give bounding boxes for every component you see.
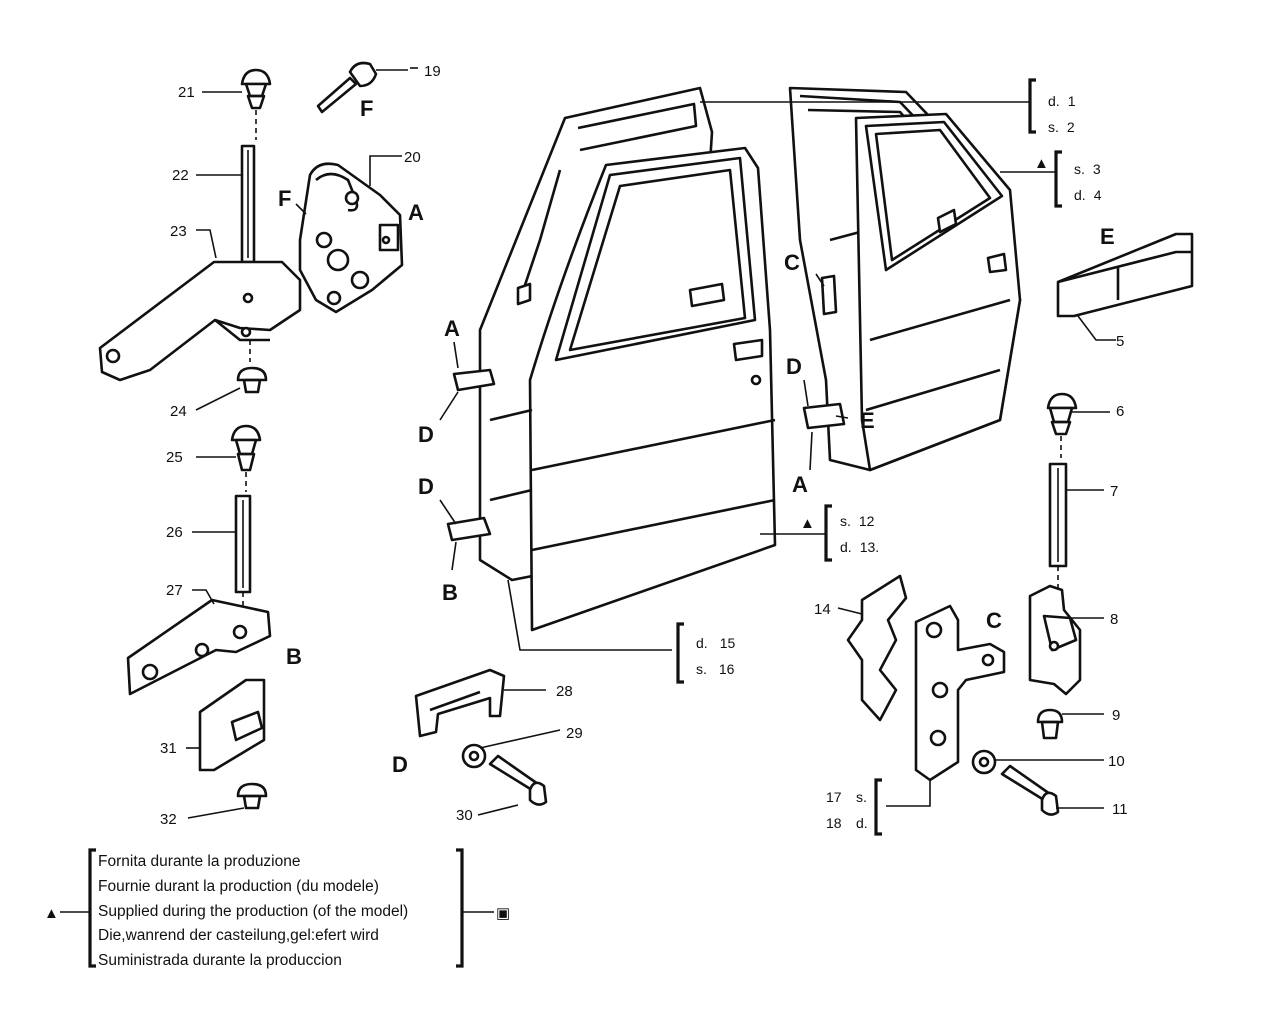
letter-B-front-lower: B — [442, 580, 458, 605]
callout-28: 28 — [556, 683, 573, 700]
callout-23: 23 — [170, 223, 187, 240]
callout-19: 19 — [424, 63, 441, 80]
screw-9-drawing — [1036, 708, 1064, 740]
plug-25-drawing — [230, 424, 262, 492]
pin-26-drawing — [234, 494, 252, 620]
callout-8: 8 — [1110, 611, 1118, 628]
side-code-d-18: d. — [856, 815, 868, 831]
leader-lines — [186, 67, 1116, 819]
callout-30: 30 — [456, 807, 473, 824]
side-code-d-15: d.15 — [696, 635, 735, 651]
side-code-s-2: s.2 — [1048, 119, 1075, 135]
legend-line-de: Die,wanrend der casteilung,gel:efert wir… — [98, 927, 379, 944]
callout-20: 20 — [404, 149, 421, 166]
legend: Fornita durante la produzione Fournie du… — [98, 853, 510, 969]
letter-F-lock: F — [278, 186, 291, 211]
letter-D-rear: D — [786, 354, 802, 379]
callout-labels: 21 22 23 24 25 26 27 31 32 20 19 5 6 7 8… — [160, 63, 1128, 828]
callout-5: 5 — [1116, 333, 1124, 350]
callout-11: 11 — [1112, 801, 1128, 818]
callout-17: 17 — [826, 789, 842, 805]
washer-10-drawing — [971, 749, 997, 775]
callout-7: 7 — [1110, 483, 1118, 500]
letter-B-hinge: B — [286, 644, 302, 669]
letter-D-bracket: D — [392, 752, 408, 777]
shim-14-drawing — [846, 574, 908, 722]
callout-26: 26 — [166, 524, 183, 541]
hinge-27-drawing — [126, 598, 272, 696]
callout-9: 9 — [1112, 707, 1120, 724]
side-code-d-13: d.13. — [840, 539, 879, 555]
callout-6: 6 — [1116, 403, 1124, 420]
letter-arrows — [295, 203, 849, 571]
trim-5-drawing — [1056, 232, 1194, 318]
letter-A-lock: A — [408, 200, 424, 225]
legend-line-it: Fornita durante la produzione — [98, 853, 301, 870]
reference-letters: F F A A D D B C D E A E B C D — [278, 96, 1115, 777]
plug-6-drawing — [1046, 392, 1078, 458]
plate-31-drawing — [198, 678, 266, 772]
side-code-labels: d.1 s.2 s.3 d.4 s.12 d.13. d.15 s.16 17 … — [696, 93, 1102, 831]
triangle-marker-legend: ▲ — [44, 905, 59, 922]
callout-18: 18 — [826, 815, 842, 831]
legend-line-es: Suministrada durante la produccion — [98, 952, 342, 969]
rear-door-drawing — [788, 86, 1022, 472]
side-code-s-12: s.12 — [840, 513, 875, 529]
washer-29-drawing — [461, 743, 487, 769]
pin-7-drawing — [1048, 462, 1068, 590]
brackets — [88, 78, 1062, 968]
bracket-28-drawing — [414, 668, 506, 738]
screw-11-drawing — [1000, 764, 1060, 816]
hinge-8-drawing — [1028, 584, 1082, 696]
letter-D-front-upper: D — [418, 422, 434, 447]
side-code-d-1: d.1 — [1048, 93, 1076, 109]
screw-24-drawing — [236, 366, 268, 394]
legend-box-symbol: ▣ — [496, 905, 510, 922]
side-code-d-4: d.4 — [1074, 187, 1102, 203]
callout-14: 14 — [814, 601, 831, 618]
front-door-drawing — [478, 86, 777, 632]
callout-29: 29 — [566, 725, 583, 742]
triangle-markers: ▲ ▲ ▲ — [44, 155, 1049, 922]
screw-32-drawing — [236, 782, 268, 810]
key-19-drawing — [316, 61, 408, 114]
bracket-23-drawing — [98, 260, 302, 382]
front-hinge-brackets — [446, 368, 496, 542]
letter-A-front-upper: A — [444, 316, 460, 341]
callout-25: 25 — [166, 449, 183, 466]
callout-31: 31 — [160, 740, 177, 757]
callout-10: 10 — [1108, 753, 1125, 770]
letter-E-rear: E — [860, 408, 875, 433]
side-code-s-3: s.3 — [1074, 161, 1101, 177]
lock-20-drawing — [298, 162, 404, 314]
callout-21: 21 — [178, 84, 195, 101]
screw-30-drawing — [488, 754, 548, 806]
side-code-s-16: s.16 — [696, 661, 735, 677]
legend-line-fr: Fournie durant la production (du modele) — [98, 878, 379, 895]
letter-C-rear: C — [784, 250, 800, 275]
letter-F-key: F — [360, 96, 373, 121]
callout-24: 24 — [170, 403, 187, 420]
triangle-marker-3-4: ▲ — [1034, 155, 1049, 172]
letter-C-hinge: C — [986, 608, 1002, 633]
callout-22: 22 — [172, 167, 189, 184]
letter-E-trim: E — [1100, 224, 1115, 249]
legend-line-en: Supplied during the production (of the m… — [98, 903, 408, 920]
letter-D-front-lower: D — [418, 474, 434, 499]
triangle-marker-12-13: ▲ — [800, 515, 815, 532]
callout-27: 27 — [166, 582, 183, 599]
side-code-s-17: s. — [856, 789, 867, 805]
plug-21-drawing — [240, 68, 272, 140]
letter-A-rear: A — [792, 472, 808, 497]
callout-32: 32 — [160, 811, 177, 828]
